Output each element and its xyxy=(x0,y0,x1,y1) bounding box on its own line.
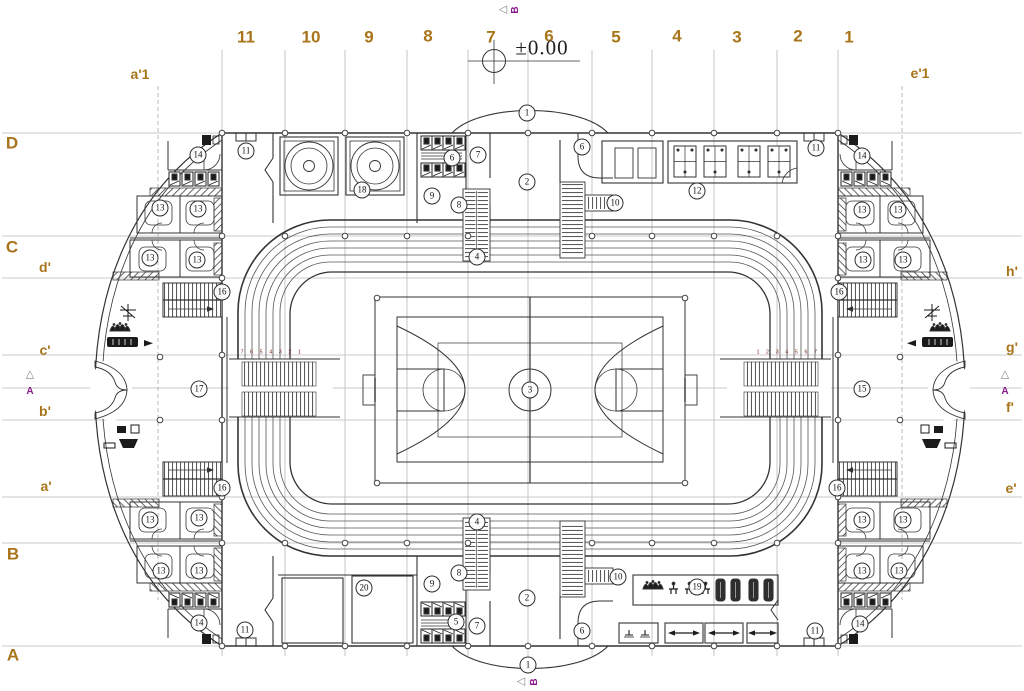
elevation-label: ±0.00 xyxy=(515,35,569,60)
bottom-center-stairs-wc xyxy=(417,518,613,646)
basketball-court xyxy=(362,296,698,484)
bottom-strip-rooms xyxy=(264,556,779,646)
top-strip-rooms xyxy=(264,133,798,223)
left-wing-hall xyxy=(90,304,340,463)
elevation-benchmark-symbol xyxy=(468,40,580,84)
top-center-stairs-wc xyxy=(417,133,613,261)
right-wing-hall xyxy=(720,304,970,463)
column-markers xyxy=(156,129,904,650)
grid-lines xyxy=(2,50,1022,656)
